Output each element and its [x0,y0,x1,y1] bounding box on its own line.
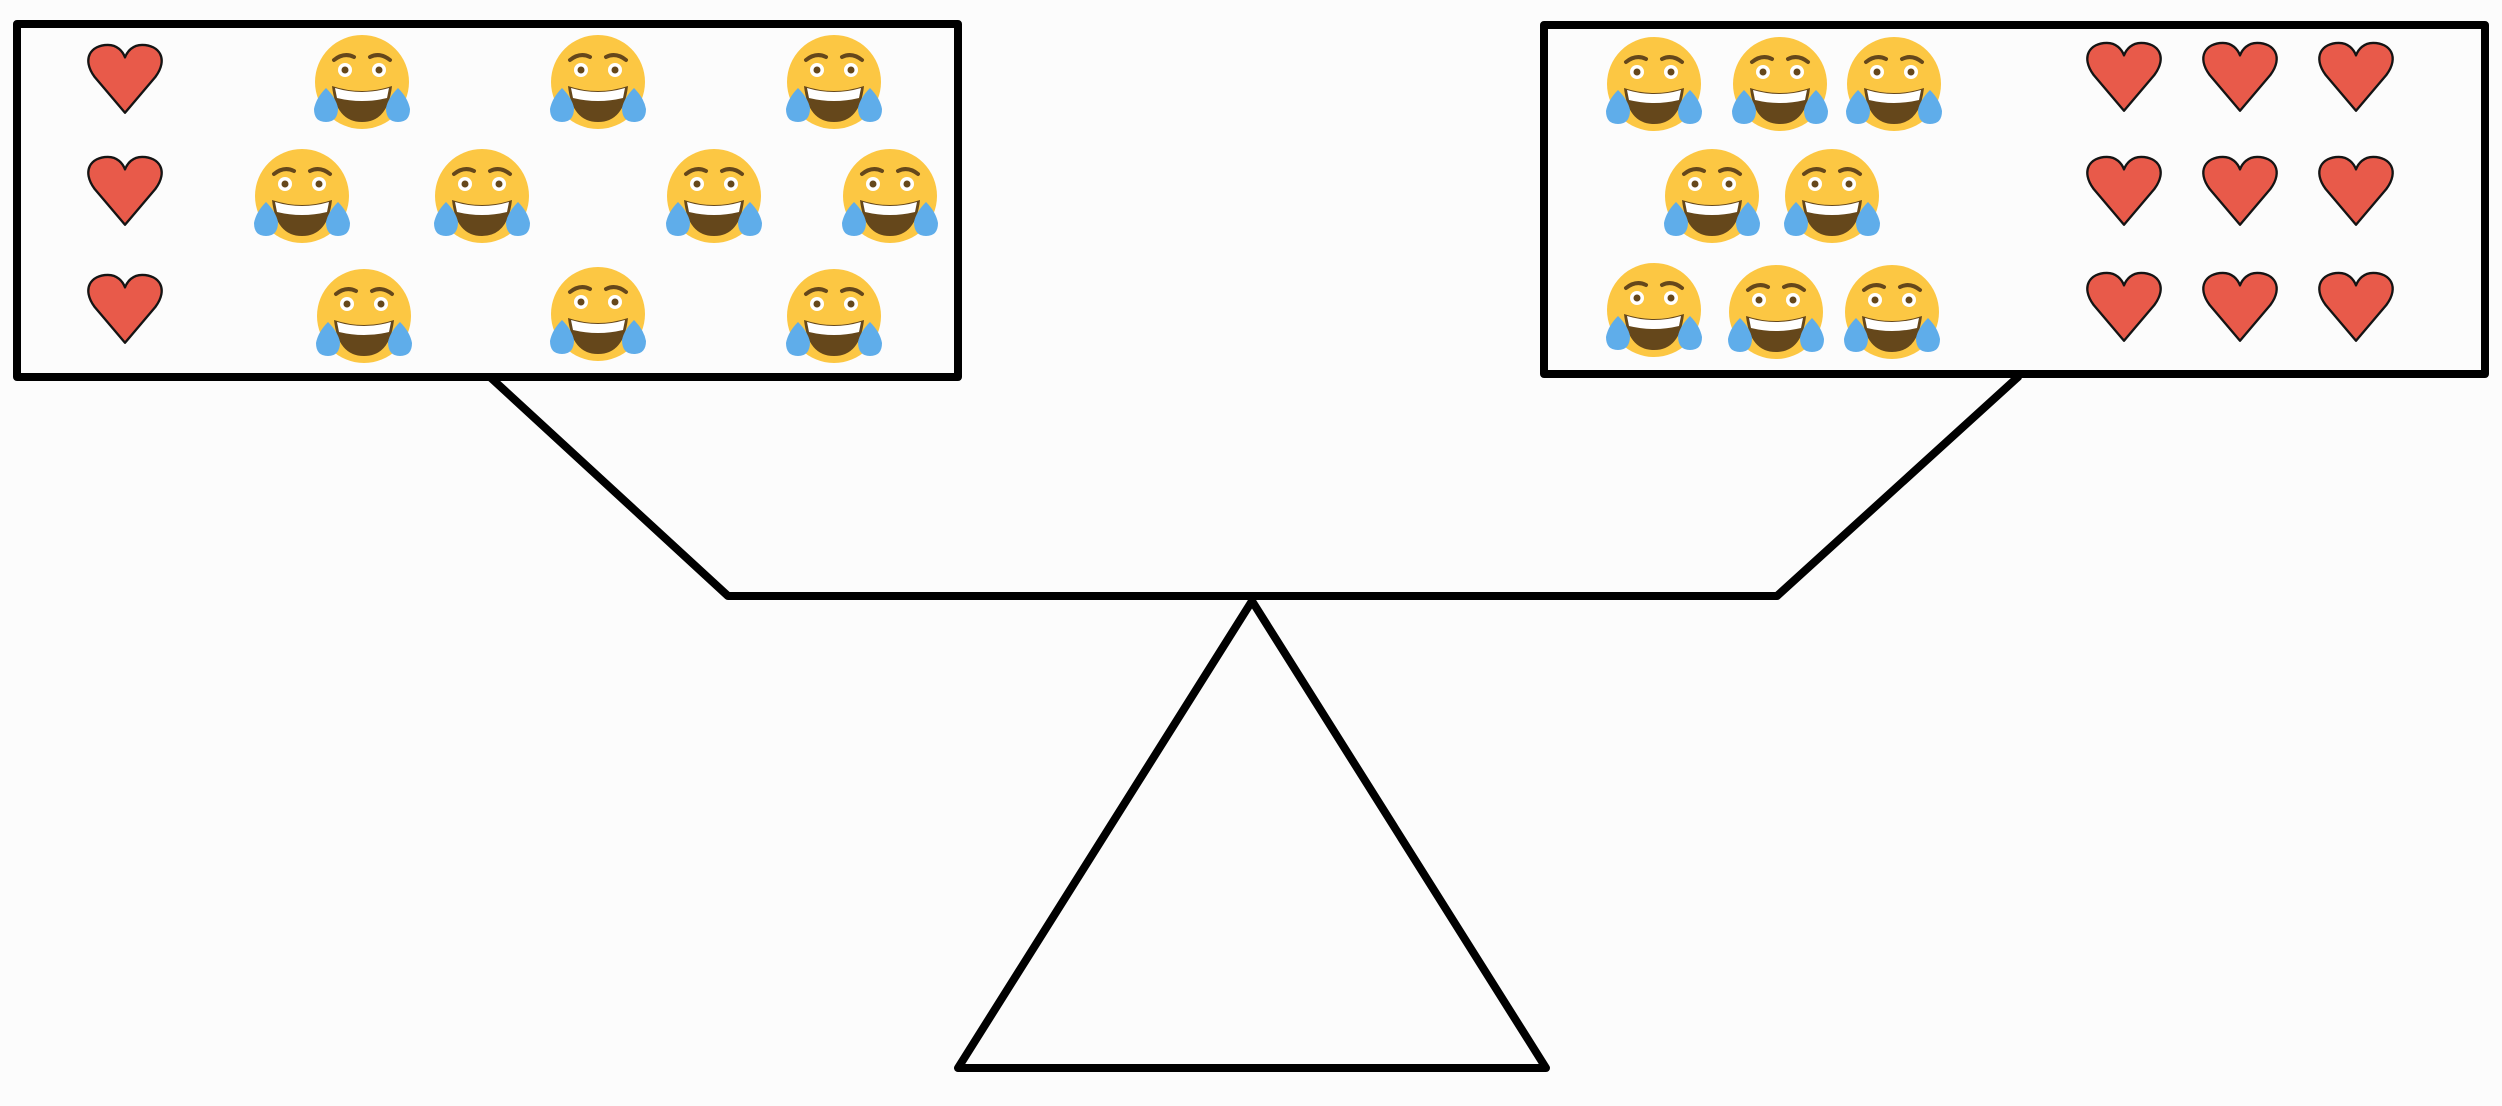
face-with-tears-of-joy-icon [1604,261,1704,359]
heart-icon [2318,271,2394,342]
face-with-tears-of-joy-icon [1782,147,1882,245]
face-with-tears-of-joy-icon [664,147,764,245]
face-with-tears-of-joy-icon [252,147,352,245]
face-with-tears-of-joy-icon [784,267,884,365]
right-pan [1540,21,2489,378]
face-with-tears-of-joy-icon [1662,147,1762,245]
heart-icon [2086,271,2162,342]
face-with-tears-of-joy-icon [784,33,884,131]
fulcrum-triangle [954,597,1550,1072]
heart-icon [2318,155,2394,226]
heart-icon [87,43,163,114]
heart-icon [2086,41,2162,112]
face-with-tears-of-joy-icon [840,147,940,245]
face-with-tears-of-joy-icon [548,33,648,131]
face-with-tears-of-joy-icon [548,265,648,363]
face-with-tears-of-joy-icon [1726,263,1826,361]
heart-icon [87,155,163,226]
face-with-tears-of-joy-icon [312,33,412,131]
face-with-tears-of-joy-icon [1730,35,1830,133]
face-with-tears-of-joy-icon [1842,263,1942,361]
heart-icon [2086,155,2162,226]
right-pan-items [1604,35,2394,361]
heart-icon [2202,155,2278,226]
heart-icon [87,273,163,344]
face-with-tears-of-joy-icon [1844,35,1944,133]
heart-icon [2318,41,2394,112]
face-with-tears-of-joy-icon [1604,35,1704,133]
face-with-tears-of-joy-icon [432,147,532,245]
beam [486,373,2022,600]
face-with-tears-of-joy-icon [314,267,414,365]
left-pan-items [87,33,940,365]
heart-icon [2202,41,2278,112]
heart-icon [2202,271,2278,342]
